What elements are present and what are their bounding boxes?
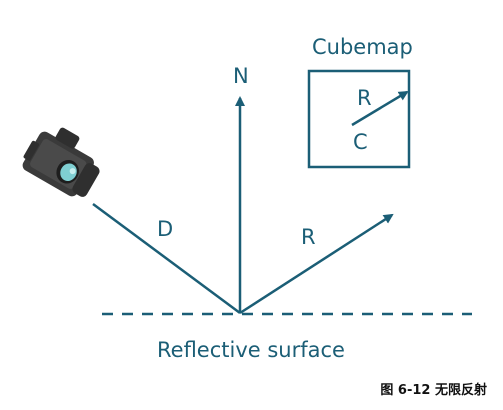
reflected-ray-label: R [301,225,316,249]
cube-center-label: C [353,130,368,154]
incident-ray-line [92,202,241,315]
incident-ray-label: D [157,217,174,241]
cube-reflection-label: R [357,86,372,110]
surface-label: Reflective surface [157,338,345,362]
reflected-ray-arrow [239,213,394,315]
cubemap-label: Cubemap [312,35,413,59]
normal-label: N [233,64,249,88]
cube-reflection-arrow [351,90,409,127]
figure-caption: 图 6-12 无限反射 [380,383,487,398]
camera-icon [22,127,100,197]
cubemap-box [307,69,411,169]
